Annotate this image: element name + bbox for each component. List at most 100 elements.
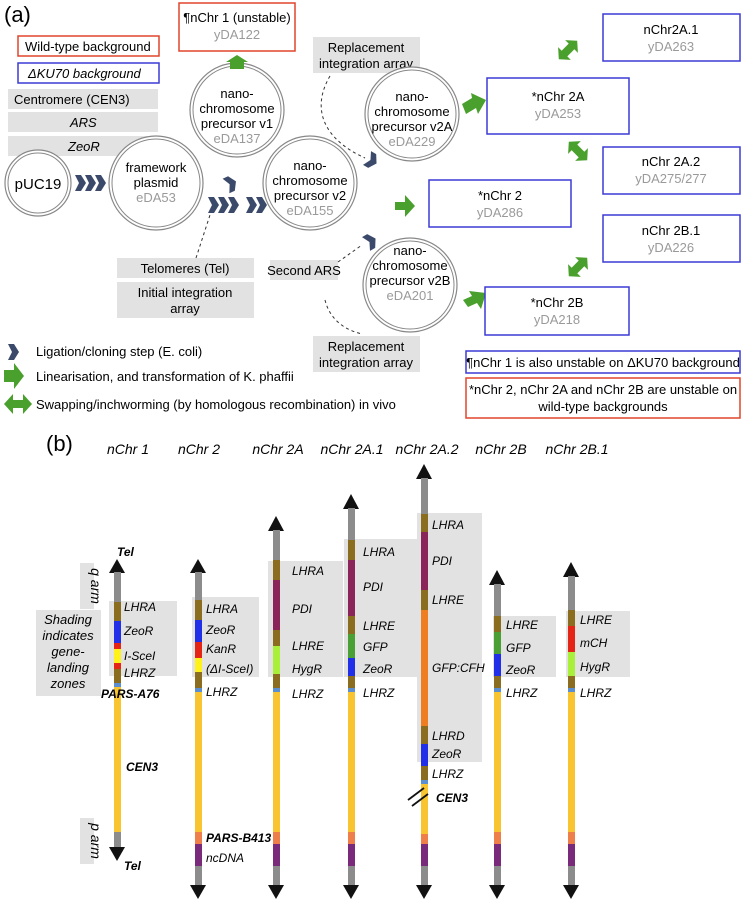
replacement-top-line2: integration array [319, 56, 413, 71]
nchr2a2-strain-id: yDA275/277 [635, 171, 707, 186]
nchr2b-strain-box [484, 286, 630, 336]
chromosome-nchr2b1 [563, 562, 579, 899]
legend-linearisation: Linearisation, and transformation of K. … [36, 369, 294, 384]
chromosome-nchr2a1 [343, 494, 359, 899]
gene-label: LHRZ [292, 687, 324, 701]
gene-label: (ΔI-SceI) [206, 662, 253, 676]
chromosome-nchr2a [268, 516, 284, 899]
nchr2b-strain-name: *nChr 2B [531, 295, 584, 310]
replacement-top-line1: Replacement [328, 40, 405, 55]
gene-label: mCH [580, 636, 608, 650]
v2a-id: eDA229 [389, 134, 436, 149]
gene-label: LHRE [432, 593, 465, 607]
dku70-key-label: ΔKU70 background [27, 66, 142, 81]
shading-note-line: Shading [44, 612, 92, 627]
panel-a-label: (a) [4, 2, 31, 27]
gene-label: GFP [363, 640, 388, 654]
gene-label: LHRA [206, 602, 238, 616]
nchr2a2-strain-name: nChr 2A.2 [642, 154, 701, 169]
legend-ligation: Ligation/cloning step (E. coli) [36, 344, 202, 359]
chromosome-title: nChr 2B.1 [545, 441, 608, 457]
gene-label: LHRZ [432, 767, 464, 781]
swap-arrow-icon [568, 257, 588, 277]
legend-swapping: Swapping/inchworming (by homologous reco… [36, 397, 396, 412]
gene-label: LHRE [506, 618, 539, 632]
cen3-2a2-label: CEN3 [436, 791, 468, 805]
nchr1-strain-box [178, 2, 296, 52]
linearisation-arrow-icon [226, 55, 248, 69]
ligation-arrow-icon [95, 175, 106, 191]
ligation-arrow-icon [363, 151, 381, 171]
second-ars-box [270, 260, 338, 280]
nchr2a-strain-box [486, 77, 630, 135]
gene-label: LHRZ [124, 666, 156, 680]
v1-line3: precursor v1 [201, 116, 273, 131]
v1-line2: chromosome [199, 101, 274, 116]
ligation-legend-icon [8, 344, 19, 360]
tel-bottom-label: Tel [124, 859, 142, 873]
ligation-arrow-icon [218, 197, 229, 213]
nchr2a2-strain-box [602, 146, 741, 195]
gene-label: PDI [363, 580, 384, 594]
chromosome-title: nChr 2B [475, 441, 526, 457]
dku70-key-box [17, 62, 160, 84]
v1-line1: nano- [220, 86, 253, 101]
p-arm-label: p arm [88, 822, 104, 859]
gene-label: LHRE [580, 613, 613, 627]
note-2-line2: wild-type backgrounds [537, 399, 668, 414]
gene-label: LHRZ [506, 686, 538, 700]
ligation-arrow-icon [228, 197, 239, 213]
nchr2b1-strain-name: nChr 2B.1 [642, 223, 701, 238]
v2-line3: precursor v2 [274, 188, 346, 203]
framework-line1: framework [126, 160, 187, 175]
linearisation-arrow-icon [463, 291, 486, 309]
chromosome-title: nChr 2A [252, 441, 303, 457]
centromere-box [8, 89, 158, 109]
v2a-line3: precursor v2A [372, 119, 453, 134]
gene-label: HygR [580, 660, 610, 674]
gene-label: LHRZ [580, 686, 612, 700]
note-2-line1: *nChr 2, nChr 2A and nChr 2B are unstabl… [469, 382, 737, 397]
replacement-array-top-box [313, 37, 420, 73]
nchr1-strain-id: yDA122 [214, 27, 260, 42]
nchr2b1-strain-box [602, 214, 741, 263]
shading-note-box [36, 610, 101, 696]
nchr2-strain-id: yDA286 [477, 205, 523, 220]
ligation-arrow-icon [85, 175, 96, 191]
v2b-line1: nano- [393, 243, 426, 258]
gene-label: LHRA [363, 545, 395, 559]
v2-line1: nano- [293, 158, 326, 173]
nchr1-strain-name: ¶nChr 1 (unstable) [183, 10, 290, 25]
centromere-label: Centromere (CEN3) [14, 92, 130, 107]
gene-label: LHRE [292, 639, 325, 653]
gene-label: LHRE [363, 619, 396, 633]
gene-label: PDI [432, 554, 453, 568]
chromosome-title: nChr 2 [178, 441, 220, 457]
framework-line2: plasmid [134, 175, 179, 190]
linearisation-legend-icon [4, 363, 24, 389]
ars-box [8, 112, 158, 132]
chromosome-nchr2b [489, 570, 505, 899]
replacement-bottom-line2: integration array [319, 355, 413, 370]
gene-label: LHRZ [363, 686, 395, 700]
ligation-arrow-icon [208, 197, 219, 213]
note-2-box [465, 377, 741, 419]
nchr2a1-strain-box [602, 13, 741, 62]
gene-label: ZeoR [123, 624, 154, 638]
gene-label: KanR [206, 642, 236, 656]
gene-label: LHRA [124, 600, 156, 614]
v2b-line3: precursor v2B [370, 273, 451, 288]
shading-note-line: gene- [51, 644, 85, 659]
ars-label: ARS [69, 115, 97, 130]
telomeres-box [117, 258, 254, 278]
gene-label: LHRA [292, 564, 324, 578]
nchr2a-strain-name: *nChr 2A [532, 89, 585, 104]
chromosome-title: nChr 2A.1 [320, 441, 383, 457]
replacement-bottom-line1: Replacement [328, 339, 405, 354]
v2b-line2: chromosome [372, 258, 447, 273]
initial-array-box [117, 282, 254, 318]
framework-id: eDA53 [136, 190, 176, 205]
gene-label: I-SceI [124, 649, 156, 663]
gene-label: LHRZ [206, 685, 238, 699]
chromosome-title: nChr 1 [107, 441, 149, 457]
